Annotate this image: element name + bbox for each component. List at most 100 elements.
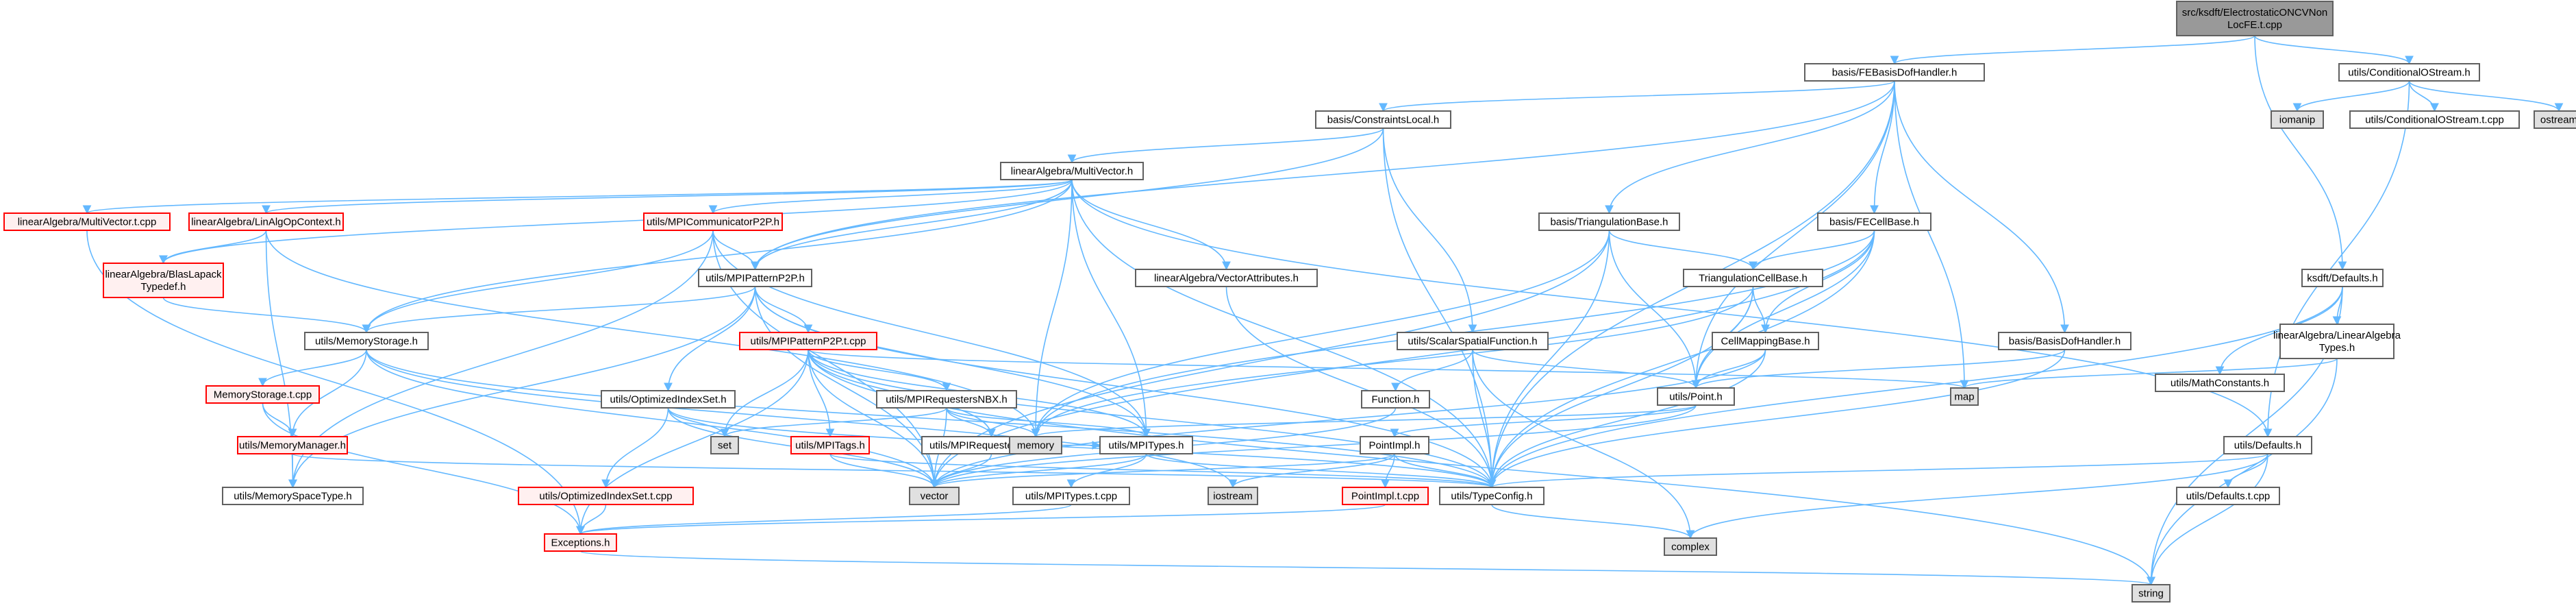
- node-box: [1538, 212, 1680, 231]
- edge-constraints-to-typeconfig: [1382, 127, 1497, 489]
- node-box: [1998, 332, 2131, 350]
- node-box: [643, 212, 783, 231]
- edge-cellmapping-to-vector: [929, 349, 1766, 489]
- edge-multivector-to-memory: [1031, 179, 1073, 438]
- edge-point-to-vector: [929, 404, 1697, 489]
- node-mpitypes_t[interactable]: utils/MPITypes.t.cpp: [1012, 487, 1130, 505]
- node-label: utils/ConditionalOStream.h: [2348, 67, 2470, 79]
- node-point[interactable]: utils/Point.h: [1657, 387, 1735, 406]
- node-exceptions[interactable]: Exceptions.h: [544, 533, 617, 552]
- node-box: [1208, 487, 1258, 505]
- nodes-layer: src/ksdft/ElectrostaticONCVNonLocFE.t.cp…: [3, 1, 2576, 603]
- node-label: utils/Defaults.h: [2234, 440, 2301, 452]
- node-ksdftdefaults[interactable]: ksdft/Defaults.h: [2301, 269, 2384, 287]
- node-box: [2279, 324, 2394, 359]
- node-constraints[interactable]: basis/ConstraintsLocal.h: [1315, 110, 1451, 129]
- node-box: [2176, 1, 2334, 36]
- edge-scalarspatial-to-point: [1472, 349, 1701, 389]
- node-box: [1712, 332, 1819, 350]
- node-mpireqnbx[interactable]: utils/MPIRequestersNBX.h: [876, 390, 1017, 409]
- node-box: [1657, 387, 1735, 406]
- node-box: [1012, 487, 1130, 505]
- node-basisdof[interactable]: basis/BasisDofHandler.h: [1998, 332, 2131, 350]
- node-optindexset_t[interactable]: utils/OptimizedIndexSet.t.cpp: [518, 487, 694, 505]
- edge-exceptions-to-string: [579, 550, 2155, 586]
- edge-pointimpl-to-pointimpl_t: [1381, 453, 1395, 489]
- node-mpipattern[interactable]: utils/MPIPatternP2P.h: [698, 269, 812, 287]
- node-mv_t[interactable]: linearAlgebra/MultiVector.t.cpp: [3, 212, 171, 231]
- edge-multivector-to-blaslapack: [159, 179, 1073, 265]
- edge-triangbase-to-point: [1608, 230, 1701, 389]
- node-box: [710, 436, 739, 454]
- node-label: utils/TypeConfig.h: [1451, 491, 1532, 502]
- node-box: [876, 390, 1017, 409]
- node-pointimpl[interactable]: PointImpl.h: [1360, 436, 1429, 454]
- node-memstorage[interactable]: utils/MemoryStorage.h: [304, 332, 429, 350]
- node-box: [2176, 487, 2280, 505]
- node-memstorage_t[interactable]: MemoryStorage.t.cpp: [205, 385, 320, 404]
- node-mpitags[interactable]: utils/MPITags.h: [790, 436, 870, 454]
- edge-memstorage-to-vector: [366, 349, 939, 489]
- edge-multivector-to-mpicomm: [708, 179, 1073, 215]
- node-root[interactable]: src/ksdft/ElectrostaticONCVNonLocFE.t.cp…: [2176, 1, 2334, 36]
- edge-root-to-ksdftdefaults: [2254, 35, 2347, 271]
- node-label: basis/TriangulationBase.h: [1550, 217, 1668, 228]
- node-cellmapping[interactable]: CellMappingBase.h: [1712, 332, 1819, 350]
- node-mpipattern_t[interactable]: utils/MPIPatternP2P.t.cpp: [739, 332, 877, 350]
- node-condostream_t[interactable]: utils/ConditionalOStream.t.cpp: [2349, 110, 2520, 129]
- node-ostream: ostream: [2534, 110, 2576, 129]
- node-memmanager[interactable]: utils/MemoryManager.h: [237, 436, 348, 454]
- edge-mpicomm-to-memstorage: [362, 230, 714, 334]
- edge-febasis-to-triangbase: [1605, 80, 1895, 215]
- node-mathconst[interactable]: utils/MathConstants.h: [2155, 374, 2285, 392]
- node-box: [1009, 436, 1062, 454]
- node-optindexset[interactable]: utils/OptimizedIndexSet.h: [601, 390, 736, 409]
- node-label: ostream: [2540, 114, 2576, 126]
- node-typeconfig[interactable]: utils/TypeConfig.h: [1439, 487, 1545, 505]
- node-vecattr[interactable]: linearAlgebra/VectorAttributes.h: [1135, 269, 1318, 287]
- node-memspacetype[interactable]: utils/MemorySpaceType.h: [222, 487, 364, 505]
- node-box: [1950, 387, 1979, 406]
- node-label: LocFE.t.cpp: [2227, 19, 2282, 31]
- edge-febasis-to-point: [1691, 80, 1895, 389]
- node-defaults_t[interactable]: utils/Defaults.t.cpp: [2176, 487, 2280, 505]
- edge-mpipattern_t-to-mpitags: [808, 349, 835, 438]
- node-scalarspatial[interactable]: utils/ScalarSpatialFunction.h: [1397, 332, 1549, 350]
- node-function[interactable]: Function.h: [1361, 390, 1430, 409]
- node-mpicomm[interactable]: utils/MPICommunicatorP2P.h: [643, 212, 783, 231]
- edge-mpipattern-to-typeconfig: [754, 286, 1497, 489]
- node-label: set: [718, 440, 732, 452]
- node-box: [1439, 487, 1545, 505]
- node-multivector[interactable]: linearAlgebra/MultiVector.h: [1000, 162, 1144, 180]
- edge-utilsdefaults-to-complex: [1686, 453, 2268, 539]
- node-label: utils/MemoryManager.h: [239, 440, 346, 452]
- node-label: src/ksdft/ElectrostaticONCVNon: [2182, 7, 2328, 19]
- edge-mpipattern-to-mpipattern_t: [754, 286, 813, 334]
- node-label: utils/ScalarSpatialFunction.h: [1408, 336, 1537, 348]
- node-condostream[interactable]: utils/ConditionalOStream.h: [2338, 63, 2480, 82]
- node-triangcell[interactable]: TriangulationCellBase.h: [1683, 269, 1823, 287]
- edge-latypes-to-string: [2147, 358, 2338, 586]
- node-mpitypes[interactable]: utils/MPITypes.h: [1099, 436, 1193, 454]
- node-fecellbase[interactable]: basis/FECellBase.h: [1817, 212, 1931, 231]
- node-linalgop[interactable]: linearAlgebra/LinAlgOpContext.h: [188, 212, 344, 231]
- node-iomanip: iomanip: [2271, 110, 2324, 129]
- node-label: utils/ConditionalOStream.t.cpp: [2365, 114, 2504, 126]
- edge-febasis-to-fecellbase: [1870, 80, 1895, 215]
- node-box: [739, 332, 877, 350]
- node-label: linearAlgebra/LinearAlgebra: [2273, 330, 2401, 341]
- node-utilsdefaults[interactable]: utils/Defaults.h: [2223, 436, 2312, 454]
- node-box: [1342, 487, 1429, 505]
- edge-triangbase-to-memory: [1031, 230, 1610, 438]
- node-box: [1664, 537, 1717, 556]
- node-label: linearAlgebra/LinAlgOpContext.h: [191, 217, 340, 228]
- node-label: utils/MPITypes.h: [1108, 440, 1184, 452]
- node-febasis[interactable]: basis/FEBasisDofHandler.h: [1804, 63, 1985, 82]
- node-triangbase[interactable]: basis/TriangulationBase.h: [1538, 212, 1680, 231]
- node-pointimpl_t[interactable]: PointImpl.t.cpp: [1342, 487, 1429, 505]
- node-label: Typedef.h: [141, 281, 186, 293]
- edge-febasis-to-map: [1894, 80, 1969, 389]
- edge-scalarspatial-to-complex: [1472, 349, 1695, 539]
